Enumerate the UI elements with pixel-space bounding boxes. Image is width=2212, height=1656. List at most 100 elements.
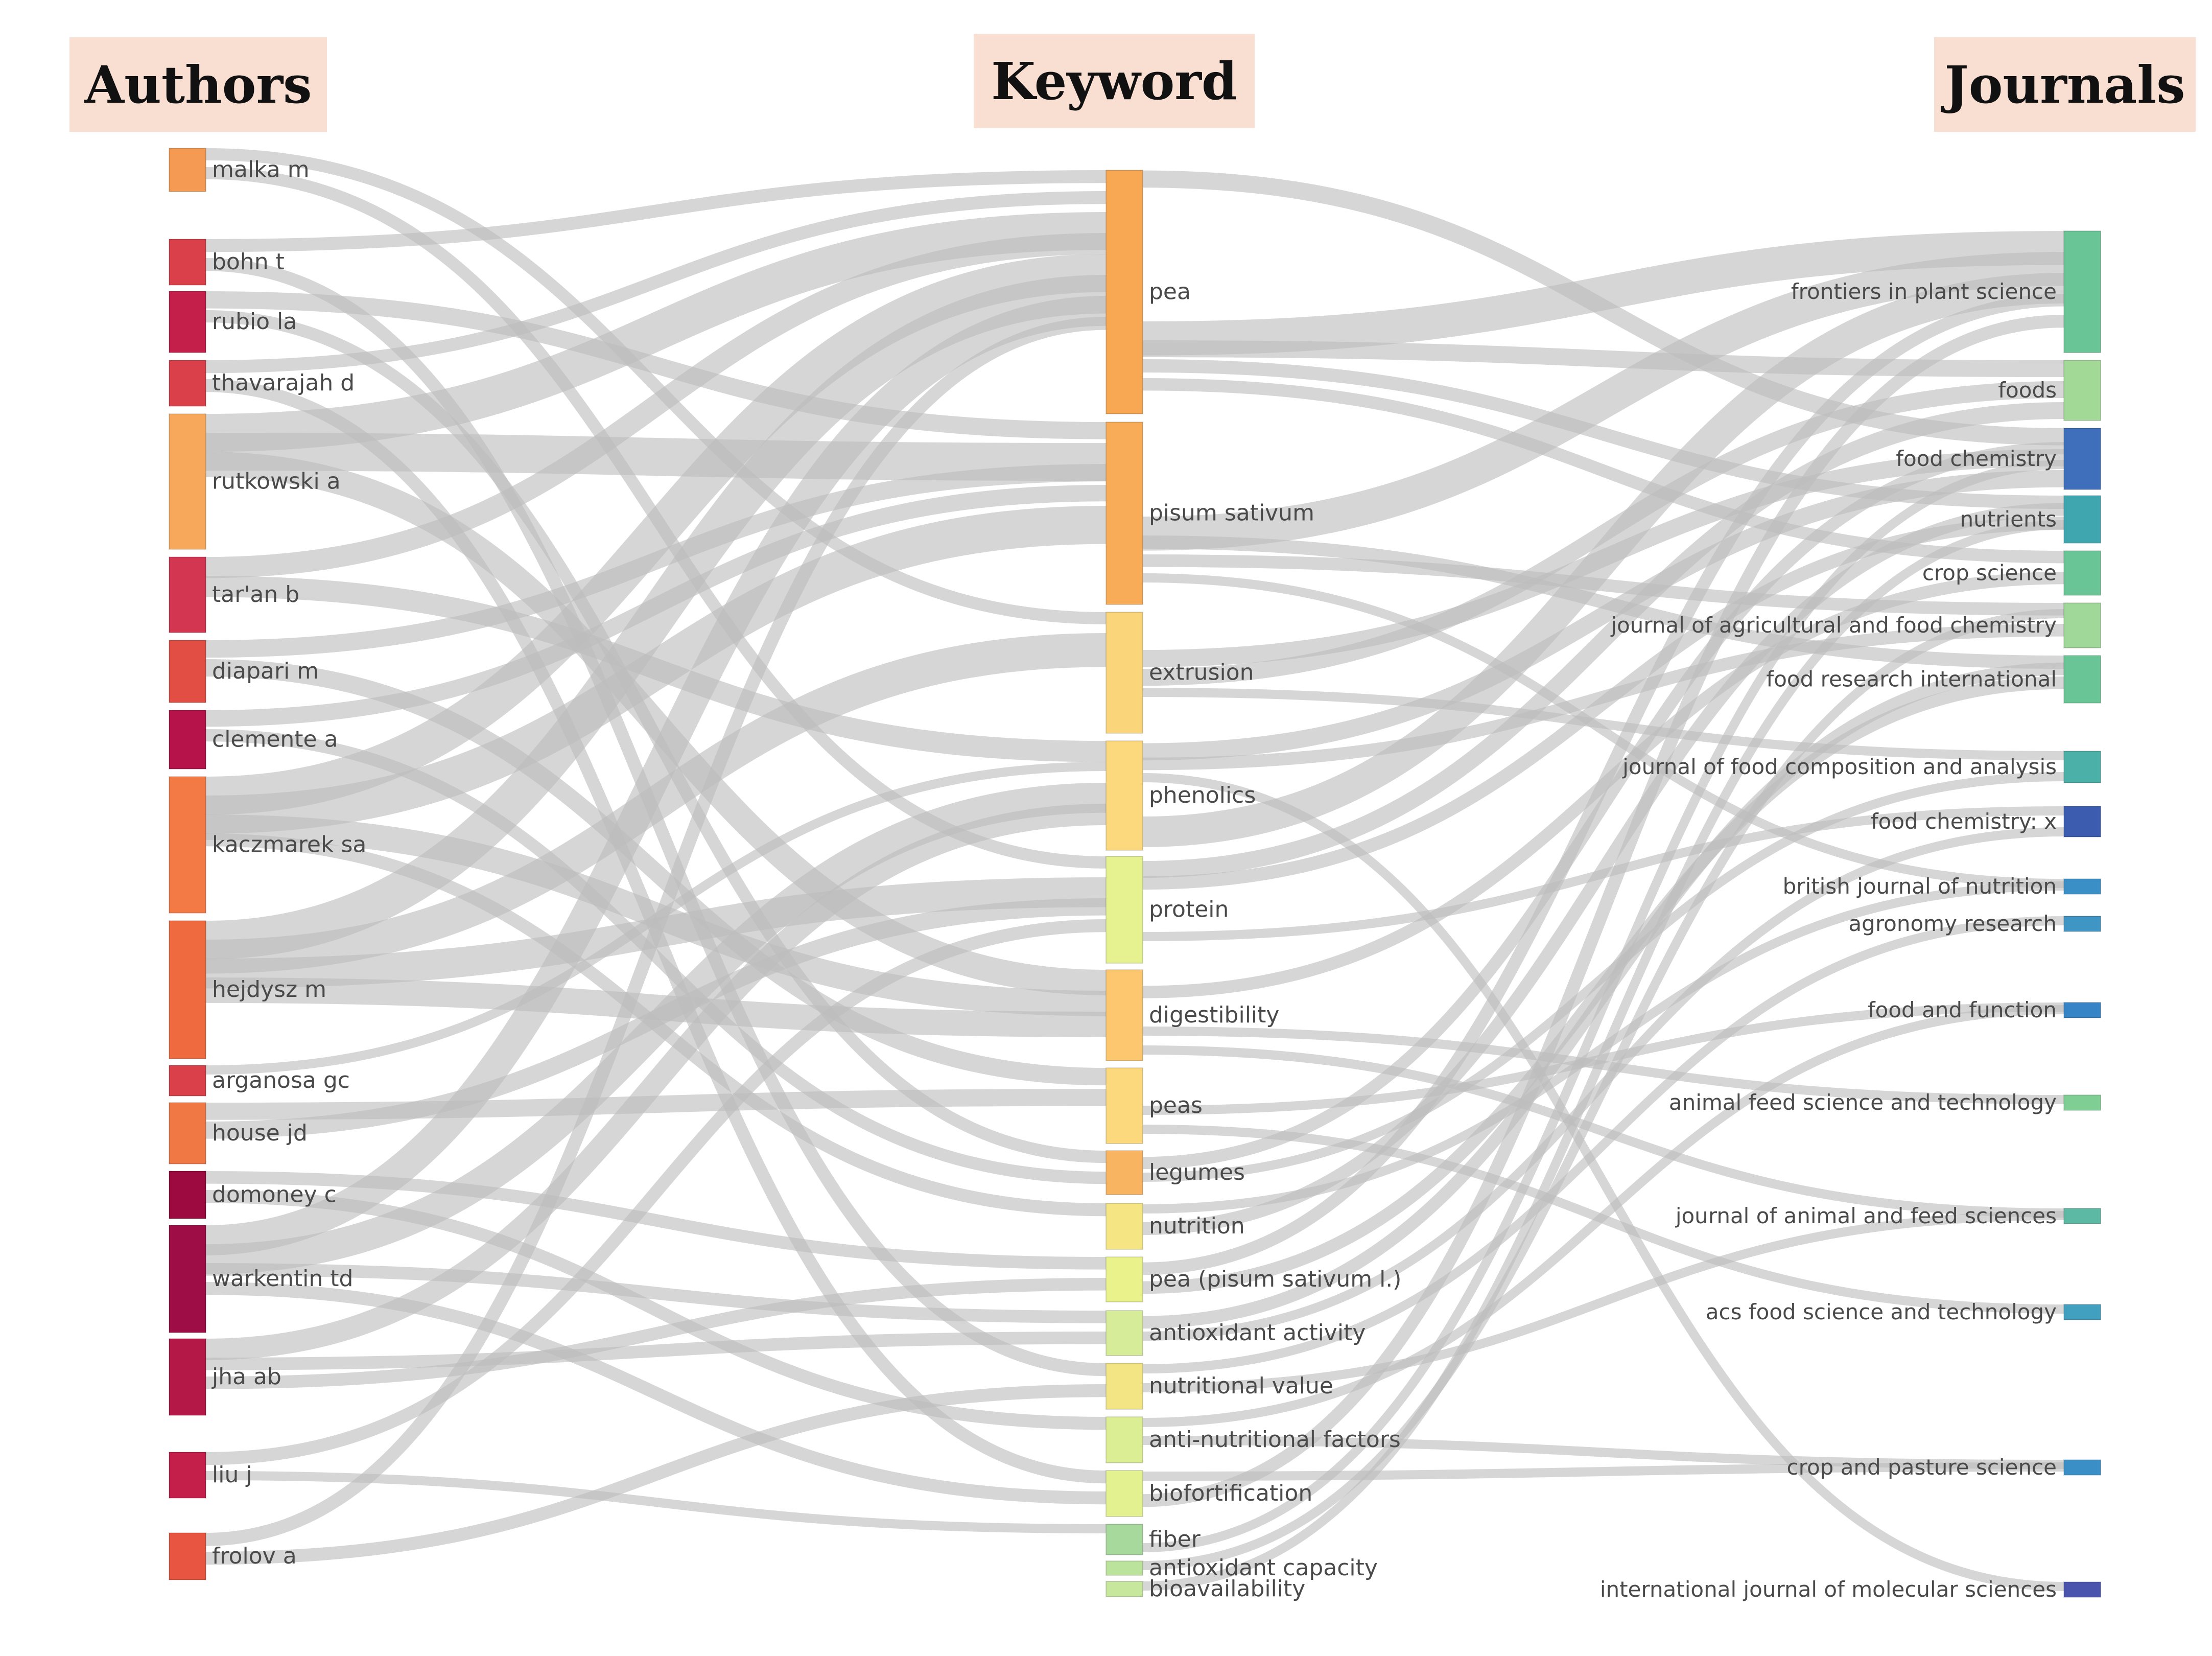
author-node-rubio-la[interactable] [169,291,206,353]
keyword-node-anti-nutritional-factors[interactable] [1105,1416,1143,1463]
author-label-warkentin-td: warkentin td [212,1266,353,1292]
journal-node-acs-food-science-and-technology[interactable] [2063,1304,2101,1320]
keyword-node-antioxidant-activity[interactable] [1105,1310,1143,1356]
journal-node-journal-of-animal-and-feed-sciences[interactable] [2063,1208,2101,1224]
keyword-label-phenolics: phenolics [1149,782,1256,808]
link-kaczmarek-sa-to-pea [205,254,1107,815]
keyword-node-fiber[interactable] [1105,1524,1143,1555]
journal-label-crop-and-pasture-science: crop and pasture science [1787,1455,2057,1480]
keyword-node-nutrition[interactable] [1105,1203,1143,1250]
journal-node-animal-feed-science-and-technology[interactable] [2063,1094,2101,1111]
journal-label-journal-of-animal-and-feed-sciences: journal of animal and feed sciences [1675,1203,2057,1228]
author-node-liu-j[interactable] [169,1452,206,1499]
author-label-malka-m: malka m [212,157,310,183]
keyword-label-anti-nutritional-factors: anti-nutritional factors [1149,1427,1401,1453]
journal-node-foods[interactable] [2063,360,2101,421]
link-bioavailability-to-nutrients [1142,520,2064,1591]
keyword-node-peas[interactable] [1105,1067,1143,1144]
keyword-label-protein: protein [1149,897,1229,923]
keyword-node-protein[interactable] [1105,856,1143,964]
link-protein-to-foods [1142,402,2064,878]
journal-node-food-and-function[interactable] [2063,1002,2101,1018]
link-rutkowski-a-to-pisum-sativum [205,433,1107,481]
keyword-node-legumes[interactable] [1105,1150,1143,1195]
keyword-node-biofortification[interactable] [1105,1470,1143,1517]
journal-node-nutrients[interactable] [2063,495,2101,544]
keyword-node-pea[interactable] [1105,170,1143,414]
author-node-tar-an-b[interactable] [169,556,206,633]
journal-node-crop-science[interactable] [2063,550,2101,596]
author-node-hejdysz-m[interactable] [169,920,206,1059]
journal-node-journal-of-food-composition-and-analysis[interactable] [2063,751,2101,783]
author-node-warkentin-td[interactable] [169,1225,206,1333]
keyword-node-antioxidant-capacity[interactable] [1105,1560,1143,1576]
links-layer [205,148,2064,1591]
journal-label-food-research-international: food research international [1766,667,2057,692]
link-pisum-sativum-to-frontiers-in-plant-science [1142,252,2064,551]
journal-label-nutrients: nutrients [1960,507,2057,532]
author-node-diapari-m[interactable] [169,640,206,703]
author-node-bohn-t[interactable] [169,239,206,286]
author-node-kaczmarek-sa[interactable] [169,776,206,914]
keyword-label-pisum-sativum: pisum sativum [1149,500,1314,526]
journal-node-agronomy-research[interactable] [2063,916,2101,932]
journal-node-food-chemistry-x[interactable] [2063,806,2101,837]
keyword-label-nutrition: nutrition [1149,1213,1245,1239]
link-antioxidant-capacity-to-journal-of-agricultural-and-food-chemistry [1142,609,2064,1570]
author-node-arganosa-gc[interactable] [169,1065,206,1097]
link-nutritional-value-to-journal-of-animal-and-feed-sciences [1142,1211,2064,1392]
journal-node-british-journal-of-nutrition[interactable] [2063,878,2101,895]
journal-label-food-chemistry: food chemistry [1896,446,2057,471]
keyword-label-antioxidant-capacity: antioxidant capacity [1149,1555,1378,1581]
journal-label-crop-science: crop science [1922,561,2057,586]
keyword-node-pisum-sativum[interactable] [1105,422,1143,605]
keyword-label-biofortification: biofortification [1149,1480,1312,1506]
journal-node-food-research-international[interactable] [2063,655,2101,704]
keyword-node-nutritional-value[interactable] [1105,1363,1143,1410]
link-kaczmarek-sa-to-pisum-sativum [205,506,1107,834]
journal-label-british-journal-of-nutrition: british journal of nutrition [1783,874,2057,899]
author-node-frolov-a[interactable] [169,1532,206,1580]
author-node-malka-m[interactable] [169,148,206,192]
author-node-house-jd[interactable] [169,1102,206,1164]
journal-node-frontiers-in-plant-science[interactable] [2063,230,2101,353]
link-rubio-la-to-pisum-sativum [205,291,1107,439]
link-phenolics-to-international-journal-of-molecular-sciences [1142,773,2064,1591]
journal-node-food-chemistry[interactable] [2063,428,2101,490]
keyword-label-extrusion: extrusion [1149,660,1254,686]
link-house-jd-to-peas [205,1089,1107,1120]
link-jha-ab-to-antioxidant-activity [205,1332,1107,1370]
link-tar-an-b-to-pea [205,233,1107,578]
link-nutritional-value-to-agronomy-research [1142,916,2064,1373]
author-node-clemente-a[interactable] [169,710,206,769]
journal-node-international-journal-of-molecular-sciences[interactable] [2063,1581,2101,1598]
link-malka-m-to-extrusion [205,148,1107,624]
link-warkentin-td-to-biofortification [205,1282,1107,1505]
journal-node-journal-of-agricultural-and-food-chemistry[interactable] [2063,602,2101,648]
keyword-node-digestibility[interactable] [1105,969,1143,1061]
link-frolov-a-to-pea [205,317,1107,1546]
journal-node-crop-and-pasture-science[interactable] [2063,1459,2101,1476]
author-label-thavarajah-d: thavarajah d [212,370,355,396]
journal-label-animal-feed-science-and-technology: animal feed science and technology [1669,1090,2057,1115]
author-node-domoney-c[interactable] [169,1171,206,1219]
link-rutkowski-a-to-digestibility [205,452,1107,995]
link-liu-j-to-protein [205,919,1107,1465]
link-biofortification-to-frontiers-in-plant-science [1142,315,2064,1507]
keyword-node-pea-pisum-sativum-l[interactable] [1105,1256,1143,1302]
author-label-house-jd: house jd [212,1120,308,1146]
author-node-rutkowski-a[interactable] [169,413,206,550]
journal-label-food-chemistry-x: food chemistry: x [1871,809,2057,834]
author-node-thavarajah-d[interactable] [169,360,206,407]
keyword-node-bioavailability[interactable] [1105,1581,1143,1597]
author-label-frolov-a: frolov a [212,1543,297,1569]
author-node-jha-ab[interactable] [169,1338,206,1416]
keyword-label-pea: pea [1149,279,1191,305]
keyword-node-extrusion[interactable] [1105,612,1143,734]
link-protein-to-nutrients [1142,517,2064,890]
authors-header: Authors [69,37,327,132]
keyword-node-phenolics[interactable] [1105,740,1143,851]
journal-label-agronomy-research: agronomy research [1848,911,2057,936]
